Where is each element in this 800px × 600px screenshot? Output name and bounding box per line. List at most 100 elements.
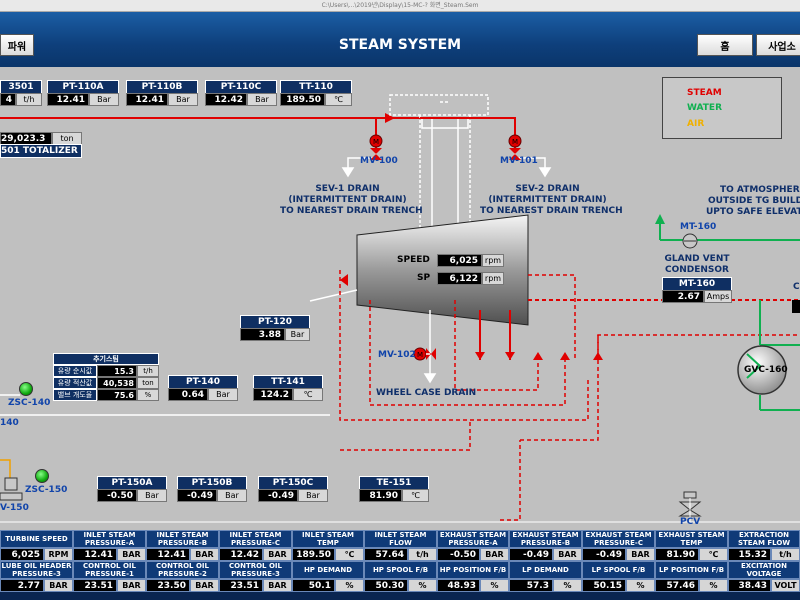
unit-label: t/h	[16, 93, 42, 106]
v-150-label[interactable]: V-150	[0, 503, 29, 513]
extraction-row-flow: 유량 순시값 15.3 t/h	[53, 365, 159, 377]
gvc-160-label[interactable]: GVC-160	[744, 365, 788, 375]
summary-unit: VOLT	[771, 579, 800, 592]
mv-100-valve-symbol: M	[369, 134, 383, 160]
value-display: 12.41	[126, 93, 168, 106]
speed-readout: 6,025 rpm	[437, 254, 504, 267]
summary-label: LP SPOOL F/B	[582, 561, 655, 579]
value-display: -0.50	[97, 489, 137, 502]
extraction-steam-box[interactable]: 추기스팀 유량 순시값 15.3 t/h 유량 적산값 40,538 ton 밸…	[53, 353, 159, 401]
tag-label: PT-150B	[177, 476, 247, 490]
summary-value: -0.50	[437, 548, 480, 561]
speed-value: 6,025	[437, 254, 482, 267]
zsc-150-lamp-icon	[35, 469, 49, 483]
mt-160-value: 2.67	[662, 290, 704, 303]
mv-102-label[interactable]: MV-102	[378, 350, 416, 360]
edge-letter: C	[793, 282, 800, 292]
summary-value: 57.46	[655, 579, 699, 592]
summary-unit: BAR	[117, 579, 146, 592]
summary-value: 48.93	[437, 579, 480, 592]
summary-unit: ℃	[335, 548, 364, 561]
tag-label: TE-151	[359, 476, 429, 490]
zsc-140-label[interactable]: ZSC-140	[8, 398, 51, 408]
summary-unit: %	[699, 579, 728, 592]
summary-label: LP POSITION F/B	[655, 561, 728, 579]
value-display: -0.49	[258, 489, 298, 502]
summary-unit: t/h	[408, 548, 437, 561]
summary-label: EXHAUST STEAM PRESSURE-B	[509, 530, 582, 548]
summary-label: INLET STEAM PRESSURE-B	[146, 530, 219, 548]
value-display: 81.90	[359, 489, 402, 502]
unit-label: Bar	[298, 489, 328, 502]
unit-label: Bar	[208, 388, 238, 401]
speed-unit: rpm	[482, 254, 504, 267]
extraction-row-valve: 밸브 개도율 75.6 %	[53, 389, 159, 401]
mv-101-valve-symbol: M	[508, 134, 522, 160]
plant-button[interactable]: 사업소	[756, 34, 800, 56]
power-button[interactable]: 파워	[0, 34, 34, 56]
value-display: 3.88	[240, 328, 285, 341]
tag-label: PT-110B	[126, 80, 198, 94]
header-bar: 파워 홈 사업소	[0, 12, 800, 67]
summary-value: 50.15	[582, 579, 626, 592]
value-display: 124.2	[253, 388, 293, 401]
wheel-case-drain-label: WHEEL CASE DRAIN	[376, 388, 477, 398]
mv-101-label[interactable]: MV-101	[500, 156, 538, 166]
mt-160-readout[interactable]: 2.67 Amps	[662, 290, 732, 303]
turbine-casing-outline	[389, 94, 489, 232]
value-display: 4	[0, 93, 16, 106]
steam-arrow-main	[385, 113, 395, 123]
tag-label: PT-110C	[205, 80, 277, 94]
value-display: 12.42	[205, 93, 247, 106]
summary-unit: BAR	[117, 548, 146, 561]
svg-text:M: M	[417, 351, 423, 359]
legend-steam: STEAM	[687, 88, 722, 98]
unit-label: ℃	[402, 489, 429, 502]
v-150-valve-symbol	[0, 477, 23, 501]
home-button[interactable]: 홈	[697, 34, 753, 56]
summary-value: 12.42	[219, 548, 263, 561]
summary-unit: BAR	[190, 548, 219, 561]
legend-water: WATER	[687, 103, 723, 113]
pcv-label[interactable]: PCV	[680, 517, 701, 527]
tag-label: TT-110	[280, 80, 352, 94]
summary-unit: %	[553, 579, 582, 592]
exhaust-steam-lines	[479, 310, 511, 360]
mt-160-tag[interactable]: MT-160	[680, 222, 717, 232]
summary-value: 189.50	[292, 548, 335, 561]
sp-value: 6,122	[437, 272, 482, 285]
svg-text:M: M	[373, 138, 379, 146]
summary-unit: BAR	[190, 579, 219, 592]
value-display: -0.49	[177, 489, 217, 502]
summary-unit: %	[626, 579, 655, 592]
summary-label: HP SPOOL F/B	[364, 561, 437, 579]
clipped-readout	[792, 300, 800, 313]
zsc-150-label[interactable]: ZSC-150	[25, 485, 68, 495]
speed-label: SPEED	[397, 255, 430, 265]
mt-160-box-label: MT-160	[662, 277, 732, 291]
summary-value: 15.32	[728, 548, 771, 561]
tag-label: PT-150C	[258, 476, 328, 490]
summary-unit: t/h	[771, 548, 800, 561]
mv-100-label[interactable]: MV-100	[360, 156, 398, 166]
turbine-internal-lines	[421, 117, 469, 232]
unit-label: Bar	[217, 489, 247, 502]
summary-value: 12.41	[146, 548, 190, 561]
unit-label: Bar	[247, 93, 277, 106]
summary-label: HP DEMAND	[292, 561, 364, 579]
summary-label: EXHAUST STEAM PRESSURE-A	[437, 530, 509, 548]
summary-value: 50.30	[364, 579, 408, 592]
sp-label: SP	[417, 273, 431, 283]
summary-unit: BAR	[553, 548, 582, 561]
